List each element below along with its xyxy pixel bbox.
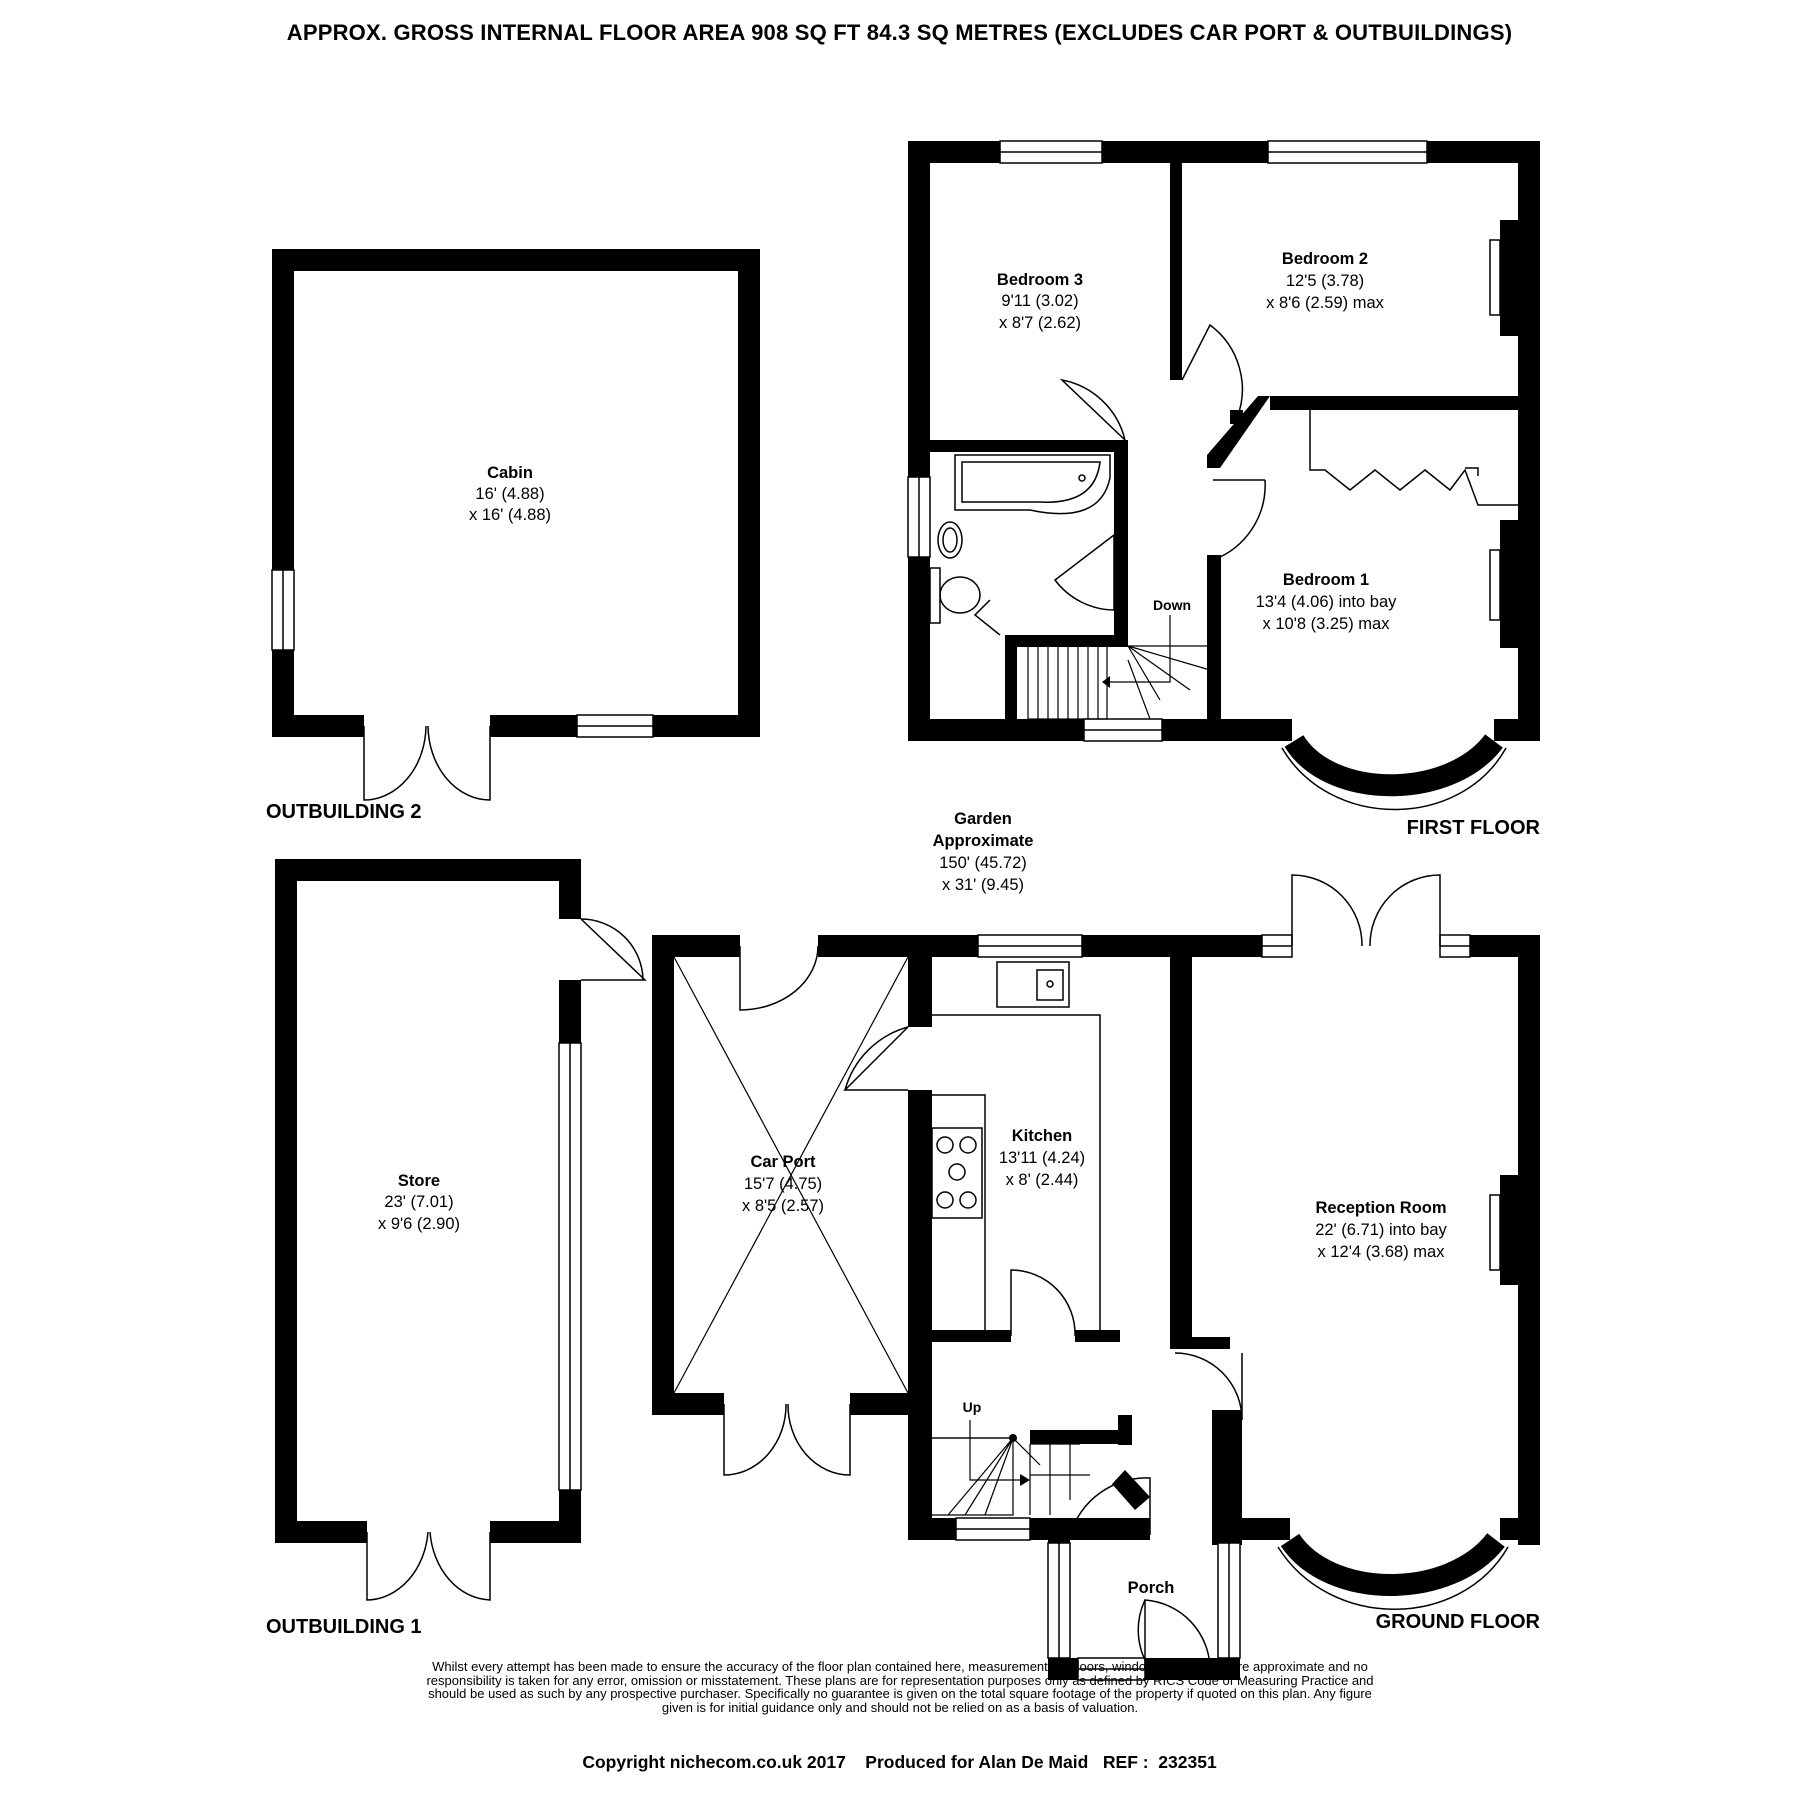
first-floor-walls [908, 141, 1540, 741]
carport-dim1: 15'7 (4.75) [744, 1175, 822, 1193]
carport-name: Car Port [750, 1153, 816, 1171]
front-door[interactable] [1069, 1477, 1151, 1661]
kitchen-name: Kitchen [1012, 1127, 1073, 1145]
wardrobe [1309, 410, 1518, 506]
window [907, 476, 931, 558]
cabin-door[interactable] [363, 725, 491, 801]
store-door[interactable] [366, 1531, 491, 1601]
sink [996, 961, 1070, 1008]
bedroom1-door[interactable] [1212, 479, 1266, 561]
carport-front-door[interactable] [723, 1403, 851, 1476]
garden-dim1: 150' (45.72) [939, 854, 1027, 872]
window [1217, 1542, 1241, 1659]
reception-dim2: x 12'4 (3.68) max [1318, 1243, 1446, 1261]
bedroom2-dim2: x 8'6 (2.59) max [1266, 294, 1385, 312]
stairs-up-label: Up [963, 1399, 982, 1415]
hob [931, 1127, 983, 1219]
window [576, 714, 654, 738]
cabin-dim2: x 16' (4.88) [469, 506, 551, 524]
store-dim1: 23' (7.01) [384, 1193, 453, 1211]
hall-kitchen-door[interactable] [1010, 1269, 1076, 1337]
bedroom1-dim2: x 10'8 (3.25) max [1263, 615, 1391, 633]
outbuilding1-label: OUTBUILDING 1 [266, 1616, 422, 1638]
garden-approx: Approximate [933, 832, 1034, 850]
store-side-door[interactable] [580, 918, 647, 981]
bedroom1-bay-window [1284, 733, 1503, 797]
window [558, 1042, 582, 1491]
garden-french-doors[interactable] [1291, 874, 1441, 947]
kitchen-units [931, 961, 1101, 1330]
porch-name: Porch [1128, 1579, 1175, 1597]
window [1261, 934, 1293, 958]
window [1083, 718, 1163, 742]
bedroom1-name: Bedroom 1 [1283, 571, 1369, 589]
disclaimer-text: Whilst every attempt has been made to en… [426, 1659, 1374, 1715]
garden-dim2: x 31' (9.45) [942, 876, 1024, 894]
bedroom1-dim1: 13'4 (4.06) into bay [1256, 593, 1397, 611]
bedroom2-door[interactable] [1181, 323, 1244, 419]
carport-walls [652, 935, 930, 1415]
kitchen-door[interactable] [843, 1026, 909, 1091]
reception-dim1: 22' (6.71) into bay [1315, 1221, 1447, 1239]
bathroom-door[interactable] [1053, 534, 1115, 611]
bedroom3-dim2: x 8'7 (2.62) [999, 314, 1081, 332]
window [955, 1517, 1031, 1541]
bedroom3-dim1: 9'11 (3.02) [1001, 292, 1078, 310]
window [1439, 934, 1471, 958]
bedroom2-name: Bedroom 2 [1282, 250, 1368, 268]
bedroom3-door[interactable] [1059, 378, 1127, 443]
first-floor-label: FIRST FLOOR [1407, 817, 1541, 839]
store-name: Store [398, 1172, 440, 1190]
floor-area-header: APPROX. GROSS INTERNAL FLOOR AREA 908 SQ… [286, 20, 1513, 45]
carport-rear-door[interactable] [739, 945, 819, 1011]
bathroom-fixtures [929, 454, 1111, 636]
outbuilding2-label: OUTBUILDING 2 [266, 801, 422, 823]
ground-floor-walls [652, 935, 1540, 1680]
kitchen-dim2: x 8' (2.44) [1006, 1171, 1079, 1189]
cabin-dim1: 16' (4.88) [475, 485, 544, 503]
reception-bay-window [1280, 1532, 1505, 1596]
window [977, 934, 1083, 958]
window [271, 569, 295, 651]
ground-floor-stairs [932, 1420, 1090, 1516]
garden-name: Garden [954, 810, 1012, 828]
store-dim2: x 9'6 (2.90) [378, 1215, 460, 1233]
window [1267, 140, 1428, 164]
carport-dim2: x 8'5 (2.57) [742, 1197, 824, 1215]
bedroom3-name: Bedroom 3 [997, 271, 1083, 289]
ground-floor-label: GROUND FLOOR [1376, 1611, 1541, 1633]
kitchen-dim1: 13'11 (4.24) [999, 1149, 1085, 1167]
window [999, 140, 1103, 164]
bedroom2-dim1: 12'5 (3.78) [1286, 272, 1364, 290]
porch-door[interactable] [1144, 1599, 1211, 1670]
reception-door[interactable] [1174, 1352, 1243, 1421]
store-walls [275, 859, 581, 1543]
cabin-name: Cabin [487, 464, 533, 482]
carport-cross [673, 956, 909, 1394]
stairs-down-label: Down [1153, 597, 1191, 613]
copyright-footer: Copyright nichecom.co.uk 2017 Produced f… [582, 1752, 1217, 1772]
reception-name: Reception Room [1315, 1199, 1446, 1217]
window [1047, 1542, 1071, 1659]
